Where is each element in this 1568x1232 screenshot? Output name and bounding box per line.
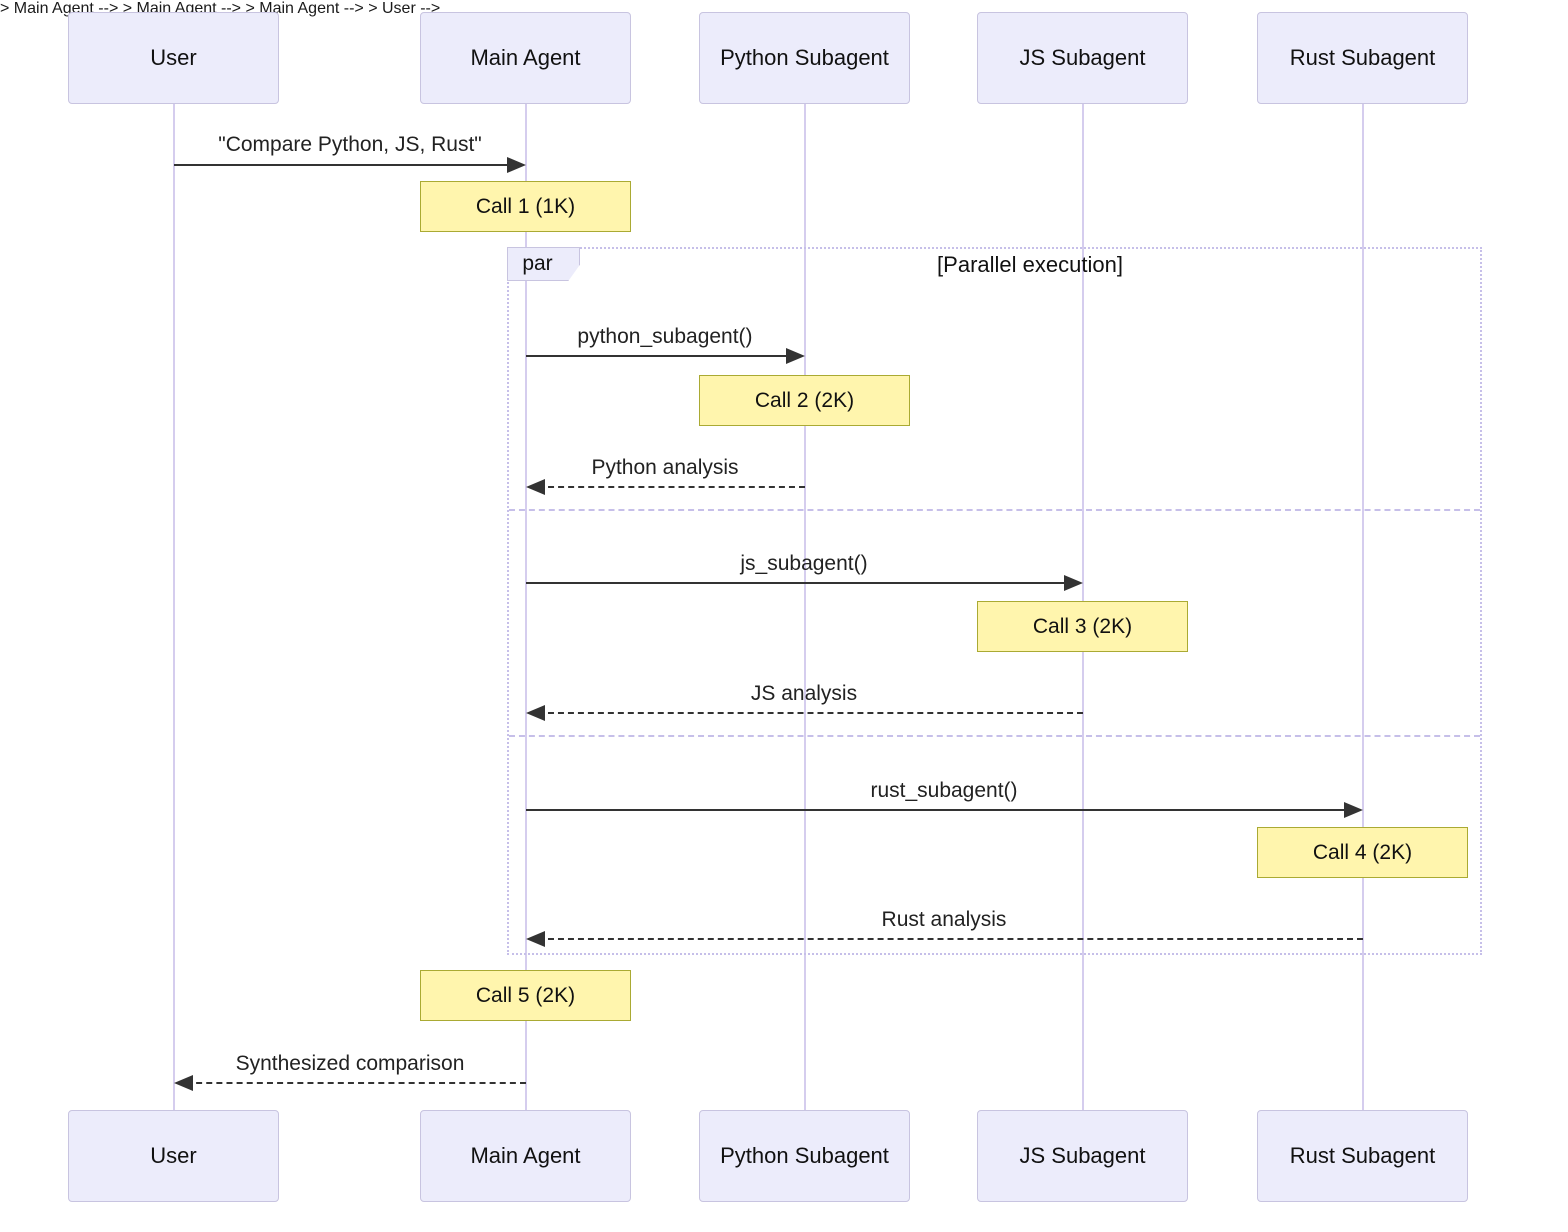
arrowhead-right-icon (1064, 575, 1083, 591)
note-call-2: Call 2 (2K) (699, 375, 910, 426)
message-label-synthesized-comparison: Synthesized comparison (235, 1052, 465, 1075)
arrowhead-left-icon (526, 479, 545, 495)
actor-top-js-subagent: JS Subagent (977, 12, 1188, 104)
note-call-1: Call 1 (1K) (420, 181, 631, 232)
par-title: [Parallel execution] (937, 252, 1123, 277)
arrowhead-right-icon (1344, 802, 1363, 818)
message-line-js-subagent-call (526, 582, 1071, 584)
lifeline-python-subagent (804, 104, 806, 1110)
arrowhead-left-icon (526, 931, 545, 947)
actor-bottom-python-subagent: Python Subagent (699, 1110, 910, 1202)
arrowhead-right-icon (786, 348, 805, 364)
arrowhead-left-icon (174, 1075, 193, 1091)
actor-bottom-js-subagent: JS Subagent (977, 1110, 1188, 1202)
actor-bottom-user: User (68, 1110, 279, 1202)
actor-top-rust-subagent: Rust Subagent (1257, 12, 1468, 104)
arrowhead-left-icon (526, 705, 545, 721)
message-line-python-analysis (538, 486, 805, 488)
message-label-js-analysis: JS analysis (750, 682, 858, 705)
actor-bottom-rust-subagent: Rust Subagent (1257, 1110, 1468, 1202)
message-label-rust-subagent-call: rust_subagent() (870, 779, 1018, 802)
message-line-rust-analysis (538, 938, 1363, 940)
lifeline-main-agent (525, 104, 527, 1110)
arrowhead-right-icon (507, 157, 526, 173)
message-label-compare-request: "Compare Python, JS, Rust" (218, 133, 482, 156)
actor-bottom-main-agent: Main Agent (420, 1110, 631, 1202)
message-line-rust-subagent-call (526, 809, 1351, 811)
par-divider-2 (509, 735, 1480, 737)
note-call-5: Call 5 (2K) (420, 970, 631, 1021)
note-call-4: Call 4 (2K) (1257, 827, 1468, 878)
actor-top-user: User (68, 12, 279, 104)
par-frame (507, 247, 1482, 955)
lifeline-user (173, 104, 175, 1110)
message-line-synthesized-comparison (186, 1082, 526, 1084)
message-label-js-subagent-call: js_subagent() (740, 552, 868, 575)
message-label-rust-analysis: Rust analysis (881, 908, 1007, 931)
par-divider-1 (509, 509, 1480, 511)
message-line-compare-request (174, 164, 514, 166)
message-label-python-subagent-call: python_subagent() (577, 325, 753, 348)
note-call-3: Call 3 (2K) (977, 601, 1188, 652)
actor-top-main-agent: Main Agent (420, 12, 631, 104)
message-line-js-analysis (538, 712, 1083, 714)
message-line-python-subagent-call (526, 355, 793, 357)
par-label-tab: par (507, 247, 580, 281)
lifeline-rust-subagent (1362, 104, 1364, 1110)
actor-top-python-subagent: Python Subagent (699, 12, 910, 104)
message-label-python-analysis: Python analysis (591, 456, 739, 479)
